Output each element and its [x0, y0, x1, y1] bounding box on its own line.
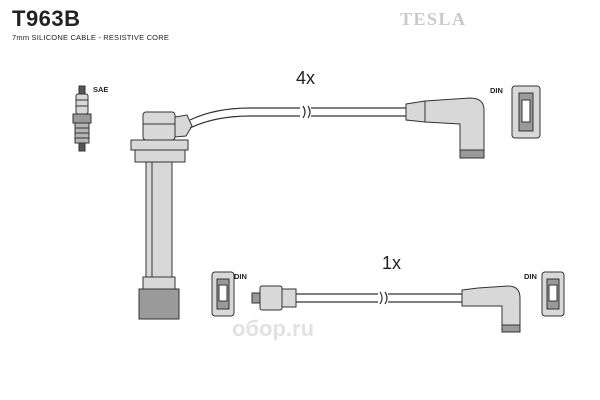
long-lead-quantity: 4x: [296, 68, 316, 88]
part-code: T963B: [12, 6, 81, 31]
watermark: oбоp.ru: [232, 316, 315, 341]
din-terminal-icon: [511, 85, 541, 139]
din-label-right: DIN: [524, 272, 537, 281]
spark-plug-icon: [72, 85, 92, 152]
cable-description: 7mm SILICONE CABLE - RESISTIVE CORE: [12, 33, 170, 42]
short-cable: [296, 291, 462, 305]
din-terminal-icon: [211, 271, 235, 317]
angled-boot-icon: [461, 285, 521, 333]
short-lead-quantity: 1x: [382, 253, 402, 273]
sae-label: SAE: [93, 85, 109, 94]
din-label-left: DIN: [234, 272, 247, 281]
angled-boot-icon: [405, 97, 485, 159]
din-terminal-icon: [541, 271, 565, 317]
long-cable: [189, 105, 408, 129]
straight-terminal-icon: [251, 285, 297, 311]
din-label-top: DIN: [490, 86, 503, 95]
brand-logo: TESLA: [400, 9, 467, 29]
coil-boot-icon: [130, 111, 193, 320]
